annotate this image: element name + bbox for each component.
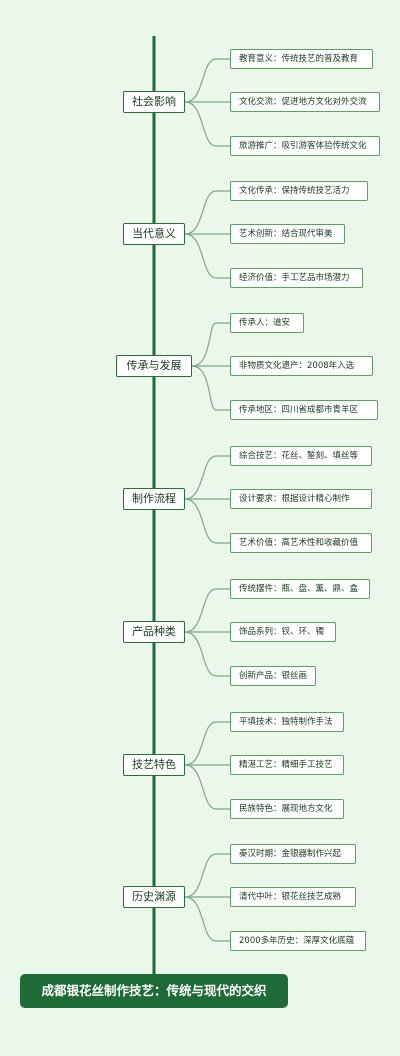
subtopic-node: 2000多年历史：深厚文化底蕴 — [230, 931, 366, 951]
subtopic-node: 非物质文化遗产：2008年入选 — [230, 356, 373, 376]
subtopic-node: 民族特色：展现地方文化 — [230, 799, 344, 819]
subtopic-node: 传承人：道安 — [230, 313, 304, 333]
topic-node: 产品种类 — [123, 621, 185, 643]
branch-connector — [184, 764, 230, 810]
branch-connector — [184, 588, 230, 633]
subtopic-node: 传统摆件：瓶、盘、薰、鼎、盒 — [230, 579, 370, 599]
topic-node: 制作流程 — [123, 488, 185, 510]
subtopic-node: 创新产品：银丝画 — [230, 666, 316, 686]
branch-connector — [184, 721, 230, 766]
subtopic-node: 精湛工艺：精细手工技艺 — [230, 755, 344, 775]
topic-node: 技艺特色 — [123, 754, 185, 776]
branch-connector — [184, 101, 230, 147]
branch-connector — [184, 498, 230, 544]
branch-connector — [184, 58, 230, 103]
subtopic-node: 综合技艺：花丝、錾刻、填丝等 — [230, 446, 372, 466]
subtopic-node: 文化交流：促进地方文化对外交流 — [230, 92, 380, 112]
subtopic-node: 秦汉时期：金银器制作兴起 — [230, 844, 356, 864]
branch-connector — [191, 365, 230, 411]
subtopic-node: 文化传承：保持传统技艺活力 — [230, 181, 368, 201]
root-topic: 成都银花丝制作技艺：传统与现代的交织 — [20, 974, 288, 1008]
subtopic-node: 艺术价值：高艺术性和收藏价值 — [230, 533, 372, 553]
branch-connector — [184, 853, 230, 898]
subtopic-node: 经济价值：手工艺品市场潜力 — [230, 268, 363, 288]
subtopic-node: 清代中叶：银花丝技艺成熟 — [230, 887, 356, 907]
subtopic-node: 平填技术：独特制作手法 — [230, 712, 344, 732]
branch-connector — [184, 631, 230, 677]
topic-node: 社会影响 — [123, 91, 185, 113]
subtopic-node: 设计要求：根据设计精心制作 — [230, 489, 372, 509]
topic-node: 历史渊源 — [123, 886, 185, 908]
subtopic-node: 饰品系列：钗、环、镯 — [230, 622, 336, 642]
branch-connector — [184, 896, 230, 942]
subtopic-node: 艺术创新：结合现代审美 — [230, 224, 345, 244]
topic-node: 当代意义 — [123, 223, 185, 245]
branch-connector — [184, 233, 230, 279]
topic-node: 传承与发展 — [116, 355, 192, 377]
subtopic-node: 传承地区：四川省成都市青羊区 — [230, 400, 378, 420]
branch-connector — [191, 322, 230, 367]
branch-connector — [184, 455, 230, 500]
subtopic-node: 旅游推广：吸引游客体验传统文化 — [230, 136, 380, 156]
branch-connector — [184, 190, 230, 235]
subtopic-node: 教育意义：传统技艺的普及教育 — [230, 49, 373, 69]
